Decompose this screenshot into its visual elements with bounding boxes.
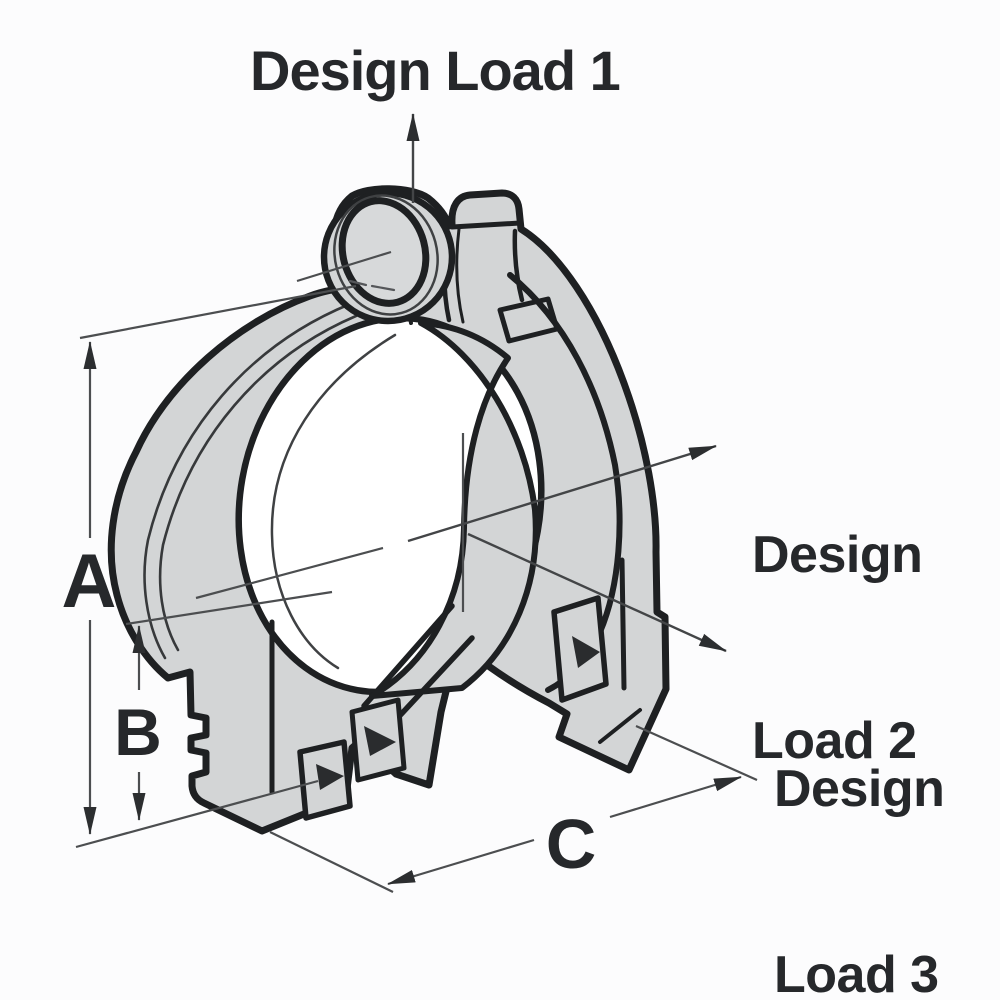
dimension-a-label: A: [61, 539, 117, 624]
boss-axis-centerline: [296, 250, 392, 283]
design-load-3-label-line1: Design: [774, 760, 945, 818]
design-load-2-label-line1: Design: [752, 526, 923, 584]
left-strap-slot: [316, 764, 344, 790]
design-load-2-arrow: [407, 444, 717, 543]
ext-line-a-top: [79, 284, 357, 340]
boss-bore: [338, 197, 430, 307]
right-foot-slot: [572, 636, 600, 668]
bolt-head-base-line: [449, 220, 523, 230]
dimension-b-label: B: [114, 695, 162, 769]
load2-axis-segment: [195, 546, 384, 600]
design-load-1-label: Design Load 1: [250, 39, 621, 102]
front-face-ridge-arc-inner: [158, 314, 358, 652]
design-load-2-label-line2: Load 2: [752, 712, 917, 770]
ext-line-c-left: [269, 831, 394, 893]
centerlines: [195, 250, 465, 612]
hidden-tick-2: [370, 284, 396, 292]
ext-line-bottom: [75, 779, 319, 849]
design-load-3-label-line2: Load 3: [774, 946, 939, 1000]
design-load-3-label: Design Load 3: [774, 634, 945, 1000]
ext-line-c-right: [635, 724, 758, 782]
front-face-ridge-arc-outer: [143, 302, 352, 660]
dimension-c-label: C: [545, 805, 597, 883]
bore-inner-surface: [369, 320, 539, 699]
dimension-lines: [75, 284, 758, 893]
gusset-brace-2: [389, 635, 475, 727]
ext-line-b-top: [125, 590, 333, 626]
design-load-2-label: Design Load 2: [752, 400, 923, 896]
clevis-arm-edge-3: [512, 228, 525, 303]
clamp-body: [107, 185, 670, 835]
right-edge-inner-line: [619, 557, 627, 691]
bore-chamfer-arc: [270, 333, 397, 670]
center-foot-slot: [364, 726, 396, 756]
hidden-tick-1: [348, 279, 368, 287]
load-arrows: [406, 113, 727, 653]
clevis-arm-edge-2: [455, 227, 465, 324]
gusset-brace-1: [361, 603, 455, 709]
right-foot-crease: [598, 708, 642, 744]
band-tab: [497, 296, 560, 344]
dim-c-line-right: [609, 775, 742, 819]
dim-c-line-left: [387, 838, 535, 886]
design-load-3-arrow: [467, 532, 727, 653]
